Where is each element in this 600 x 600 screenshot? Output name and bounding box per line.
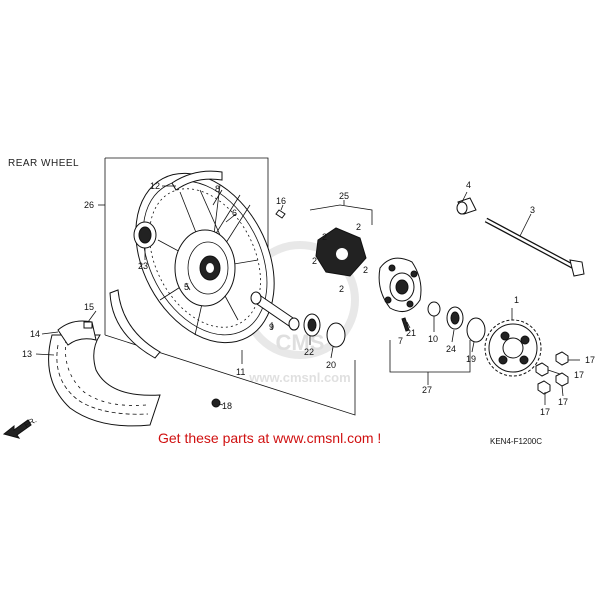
damper-rubbers	[315, 227, 367, 277]
rim-band-lower	[109, 289, 161, 359]
rim-band-15	[83, 321, 93, 329]
callout-17c: 17	[540, 407, 550, 417]
callout-labels: 1 2 2 2 2 2 3 4 5 6 7 8 9 10 11 12 13 14…	[22, 180, 595, 417]
rim-band-top	[171, 170, 223, 191]
bracket-25	[309, 204, 373, 225]
callout-15: 15	[84, 302, 94, 312]
bracket-27	[389, 340, 471, 373]
callout-7: 7	[398, 336, 403, 346]
leader-lines	[35, 185, 580, 406]
callout-27: 27	[422, 385, 432, 395]
watermark-url: www.cmsnl.com	[248, 370, 350, 385]
wheel-hub	[174, 229, 236, 307]
callout-25: 25	[339, 191, 349, 201]
driven-flange	[378, 257, 422, 313]
callout-9: 9	[269, 322, 274, 332]
collar-10	[427, 301, 441, 317]
callout-20: 20	[326, 360, 336, 370]
callout-13: 13	[22, 349, 32, 359]
callout-18: 18	[222, 401, 232, 411]
callout-17d: 17	[558, 397, 568, 407]
bearing-23	[133, 221, 157, 249]
diagram-title: REAR WHEEL	[8, 158, 79, 169]
callout-23: 23	[138, 261, 148, 271]
callout-22: 22	[304, 347, 314, 357]
callout-3: 3	[530, 205, 535, 215]
callout-26: 26	[84, 200, 94, 210]
callout-6: 6	[232, 208, 237, 218]
rear-axle-3	[484, 217, 585, 277]
callout-5: 5	[184, 282, 189, 292]
stud-21	[401, 317, 410, 332]
bearing-22	[303, 313, 321, 337]
callout-12: 12	[150, 181, 160, 191]
callout-19: 19	[466, 354, 476, 364]
callout-1: 1	[514, 295, 519, 305]
bearing-24	[446, 306, 464, 330]
tire-13	[48, 334, 161, 427]
front-direction-arrow: FR.	[2, 415, 39, 439]
callout-2b: 2	[356, 222, 361, 232]
figure-code: KEN4-F1200C	[490, 437, 542, 446]
callout-14: 14	[30, 329, 40, 339]
oil-seal-19	[466, 317, 486, 343]
callout-4: 4	[466, 180, 471, 190]
promo-link[interactable]: Get these parts at www.cmsnl.com !	[158, 430, 381, 446]
callout-2d: 2	[363, 265, 368, 275]
callout-17a: 17	[585, 355, 595, 365]
valve-16	[275, 209, 286, 219]
collar-9	[250, 291, 300, 331]
direction-label: FR.	[23, 415, 39, 429]
callout-10: 10	[428, 334, 438, 344]
callout-17b: 17	[574, 370, 584, 380]
nuts-17	[535, 351, 569, 395]
callout-8: 8	[215, 184, 220, 194]
callout-2a: 2	[322, 232, 327, 242]
callout-11: 11	[236, 367, 245, 377]
callout-24: 24	[446, 344, 456, 354]
oil-seal-20	[326, 322, 346, 348]
callout-21: 21	[406, 328, 416, 338]
bolt-18	[211, 398, 221, 408]
bracket-26	[98, 157, 356, 416]
callout-2c: 2	[312, 256, 317, 266]
axle-collar-4	[456, 197, 477, 215]
sprocket-1	[484, 319, 542, 377]
callout-16: 16	[276, 196, 286, 206]
callout-2e: 2	[339, 284, 344, 294]
